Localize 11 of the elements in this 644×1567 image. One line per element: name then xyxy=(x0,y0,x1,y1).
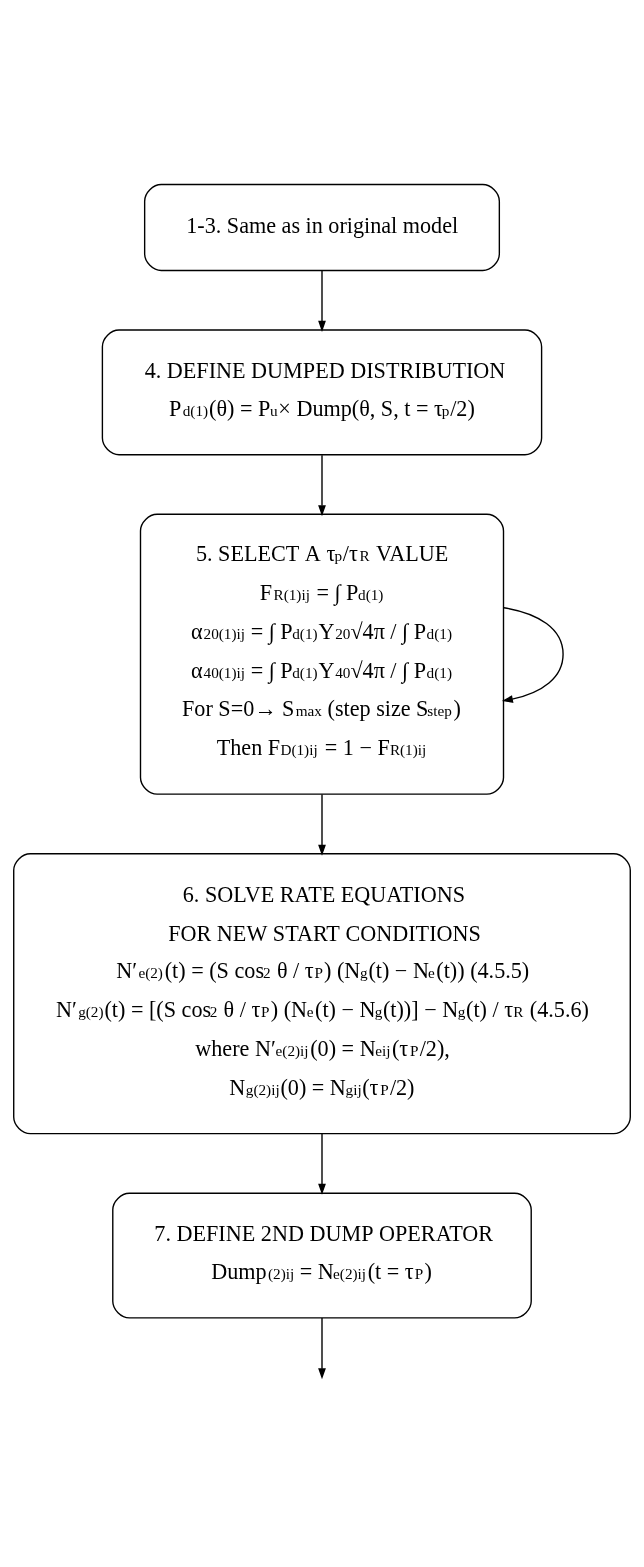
node-box: 4. DEFINE DUMPED DISTRIBUTION Pd(1)(θ) = Pu× Dump(θ, S, t = τp/2) xyxy=(101,329,543,456)
arrow xyxy=(318,1317,326,1380)
arrow xyxy=(318,269,326,332)
node-box: 5. SELECT A τp/τR VALUE FR(1)ij = ∫ Pd(1) α20(1)ij = ∫ Pd(1)Y20√4π / ∫ Pd(1) α40(1)ij = ∫ Pd(1)Y40√4π / ∫ Pd(1) For S=0→ Smax (step size Sstep) Then FD(1)ij = 1 − FR(1)ij xyxy=(139,513,505,795)
node-box: 1-3. Same as in original model xyxy=(143,183,501,272)
arrow xyxy=(318,454,326,517)
node-box: 6. SOLVE RATE EQUATIONS FOR NEW START CONDITIONS N′e(2)(t) = (S cos2 θ / τP) (Ng(t) − Ne(t)) (4.5.5) N′g(2)(t) = [(S cos2 θ / τP) (Ne(t) − Ng(t))] − Ng(t) / τR (4.5.6) where N′e(2)ij(0) = Neij(τP/2), Ng(2)ij(0) = Ngij(τP/2) xyxy=(13,853,631,1135)
arrow xyxy=(318,1133,326,1195)
arrow xyxy=(501,607,564,703)
node-box: 7. DEFINE 2ND DUMP OPERATOR Dump(2)ij = Ne(2)ij(t = τP) xyxy=(112,1192,532,1319)
arrow xyxy=(318,793,326,856)
